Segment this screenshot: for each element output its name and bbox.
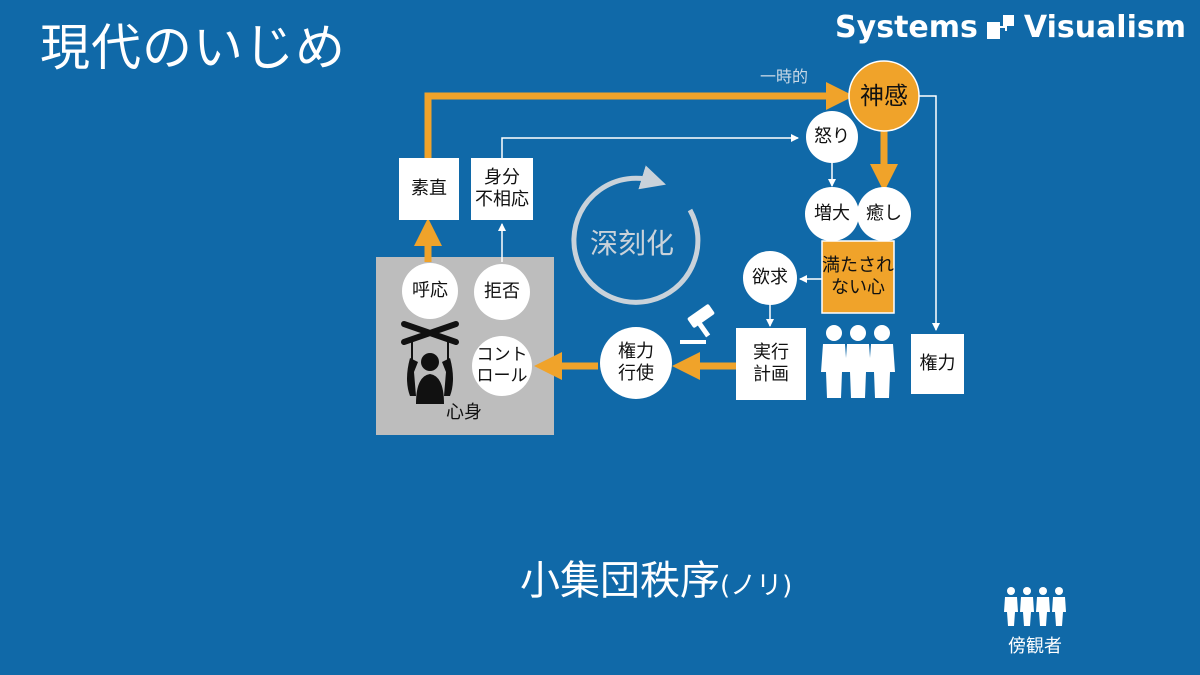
circle-control [472, 336, 532, 396]
gavel-icon [680, 304, 715, 344]
circle-ikari [806, 111, 858, 163]
arrow-sunao-to-shinkan [424, 82, 854, 160]
circle-kyohi [474, 264, 530, 320]
node-control: コント ロール [476, 344, 528, 386]
caption-small: (ノリ) [720, 571, 793, 601]
node-yokkyu: 欲求 [752, 266, 788, 288]
circle-iyashi [857, 187, 911, 241]
node-shinshin: 心身 [446, 402, 482, 423]
node-ikari: 怒り [814, 125, 850, 147]
node-kenryoku-koushi: 権力 行使 [618, 340, 654, 385]
box-mibun [471, 158, 533, 220]
circle-kenryoku-koushi [600, 327, 672, 399]
label-ichiji: 一時的 [760, 67, 809, 86]
circle-zoudai [805, 187, 859, 241]
label-shinkokuka: 深刻化 [590, 227, 675, 260]
crowd-icon [821, 325, 895, 398]
circle-yokkyu [743, 251, 797, 305]
node-iyashi: 癒し [866, 202, 902, 224]
bystander-crowd-icon [1004, 587, 1066, 626]
node-jikkou: 実行 計画 [753, 341, 789, 386]
bystander-label: 傍観者 [1008, 636, 1062, 657]
node-mibun: 身分 不相応 [475, 166, 529, 211]
node-shinkan: 神感 [860, 82, 908, 110]
caption-main: 小集団秩序 [520, 558, 720, 604]
brand-logo: Systems Visualism [835, 10, 1186, 45]
circle-shinkan [848, 60, 920, 132]
puppet-icon [401, 321, 459, 404]
box-sunao [399, 158, 459, 220]
node-kyohi: 拒否 [484, 280, 520, 302]
box-jikkou [736, 328, 806, 400]
arrow-mibun-to-ikari [501, 134, 799, 158]
cycle-arrow-icon [571, 165, 701, 305]
node-mitasarenai: 満たされ ない心 [822, 254, 894, 299]
box-mitasarenai [821, 240, 895, 314]
node-sunao: 素直 [411, 177, 447, 199]
box-kenryoku [911, 334, 964, 394]
caption: 小集団秩序(ノリ) [520, 548, 792, 606]
node-koou: 呼応 [412, 279, 448, 301]
node-zoudai: 増大 [814, 202, 850, 224]
page-title: 現代のいじめ [40, 19, 346, 77]
circle-koou [402, 263, 458, 319]
brand-text-visualism: Visualism [1023, 10, 1186, 45]
brand-logo-icon [986, 14, 1014, 39]
arrow-shinkan-to-kenryoku [916, 95, 940, 331]
node-kenryoku: 権力 [919, 352, 956, 374]
brand-text-systems: Systems [835, 10, 978, 45]
